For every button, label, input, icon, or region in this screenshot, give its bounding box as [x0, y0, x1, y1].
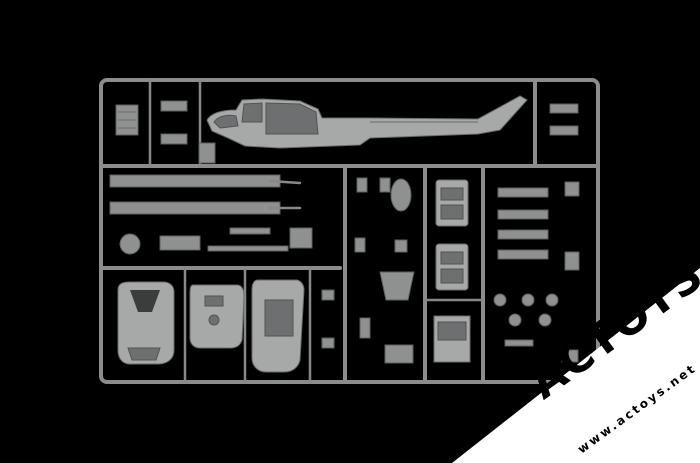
door-panel-parts — [433, 179, 471, 363]
small-parts-top-right — [549, 103, 579, 136]
fuselage-half-part — [206, 95, 528, 149]
long-rail-parts — [109, 174, 313, 255]
watermark-banner — [452, 268, 700, 463]
small-parts-right — [493, 181, 580, 363]
body-shell-parts — [117, 279, 305, 373]
small-parts-top-left — [115, 100, 216, 164]
small-parts-middle — [321, 177, 415, 364]
